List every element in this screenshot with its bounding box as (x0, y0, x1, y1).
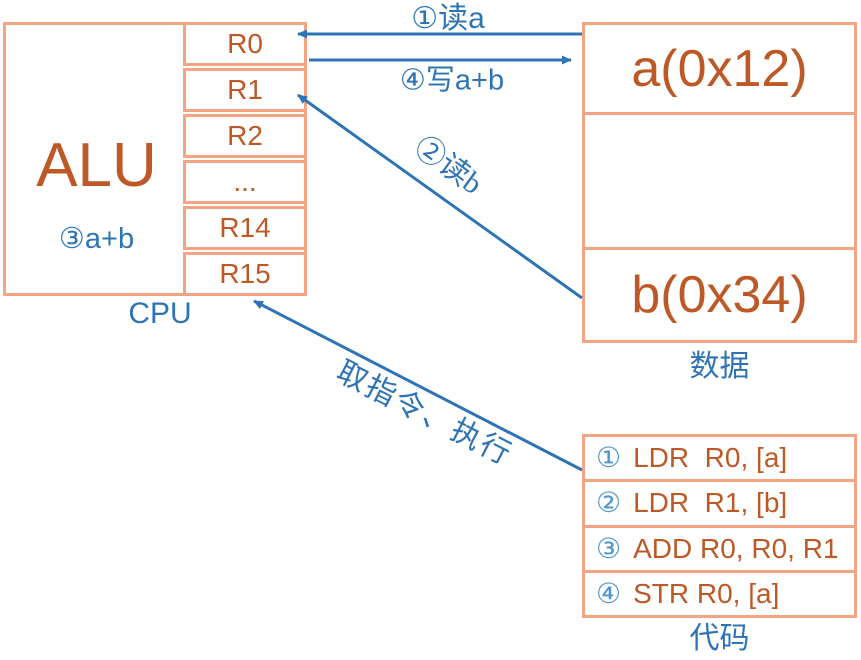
register-cell-ellipsis: ... (183, 160, 307, 204)
alu-label: ALU (36, 131, 157, 200)
register-cell-r0: R0 (183, 22, 307, 66)
memory-cell-a: a(0x12) (585, 25, 854, 115)
register-cell-r14: R14 (183, 206, 307, 250)
alu-step-add: ③a+b (58, 223, 135, 255)
memory-cell-b: b(0x34) (631, 266, 808, 324)
code-step-number-2: ② (596, 486, 622, 520)
data-memory-caption: 数据 (689, 350, 750, 383)
arrow-label-fetch-execute: 取指令、执行 (331, 355, 518, 472)
register-file: R0 R1 R2 ... R14 R15 (183, 22, 307, 296)
arrow-label-read-b: ②读b (408, 130, 489, 201)
cpu-box: ALU ③a+b (3, 22, 307, 296)
arrow-read-b-line (297, 93, 583, 300)
cpu-caption: CPU (128, 297, 192, 330)
code-instruction-3: ADD R0, R0, R1 (633, 532, 839, 564)
code-step-number-3: ③ (596, 531, 622, 565)
code-instruction-1: LDR R0, [a] (633, 442, 788, 474)
code-step-number-4: ④ (596, 576, 622, 610)
register-cell-r1: R1 (183, 68, 307, 112)
register-cell-r15: R15 (183, 252, 307, 296)
code-caption: 代码 (689, 622, 750, 655)
code-row-4: ④ STR R0, [a] (585, 573, 854, 615)
code-row-1: ① LDR R0, [a] (585, 437, 854, 483)
code-instruction-4: STR R0, [a] (633, 577, 780, 609)
code-row-2: ② LDR R1, [b] (585, 482, 854, 528)
memory-cell-empty (585, 115, 854, 250)
arrow-label-write-a-plus-b: ④写a+b (399, 64, 505, 97)
code-instruction-2: LDR R1, [b] (633, 487, 788, 519)
data-memory-box: a(0x12) b(0x34) (582, 22, 857, 343)
alu-area: ALU ③a+b (6, 25, 187, 293)
register-cell-r2: R2 (183, 114, 307, 158)
code-row-3: ③ ADD R0, R0, R1 (585, 528, 854, 573)
arrow-label-read-a: ①读a (411, 2, 485, 35)
arrow-fetch-execute-line (253, 299, 583, 472)
code-box: ① LDR R0, [a] ② LDR R1, [b] ③ ADD R0, R0… (582, 434, 857, 618)
code-step-number-1: ① (596, 441, 622, 475)
